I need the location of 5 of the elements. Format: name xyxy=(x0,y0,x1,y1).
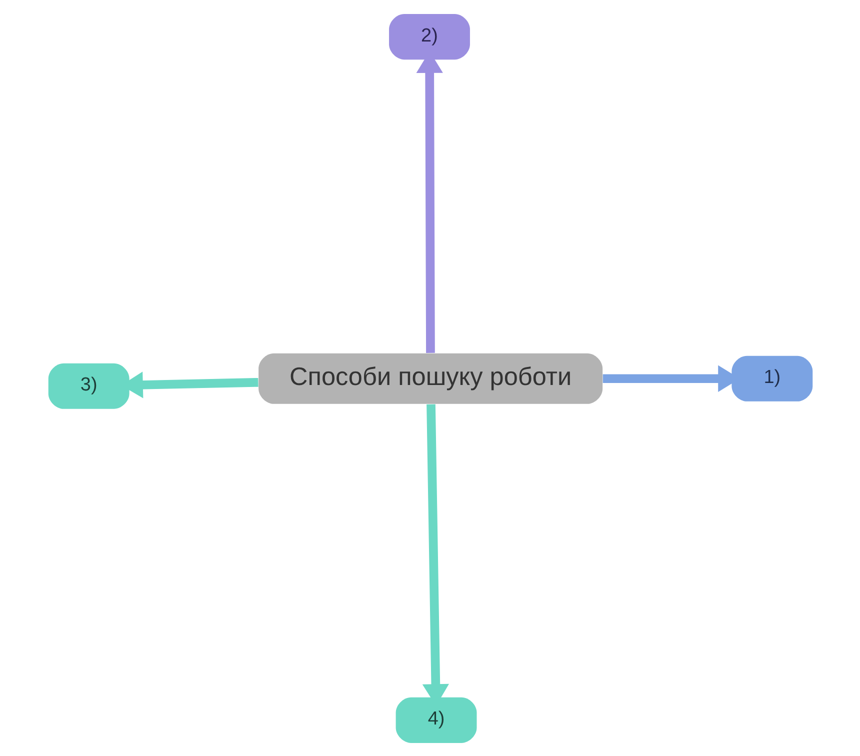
node-box: 3) xyxy=(48,362,129,408)
node-box: 1) xyxy=(731,355,812,401)
node-box: 4) xyxy=(395,696,476,742)
node-box: Способи пошуку роботи xyxy=(258,352,602,404)
node-box: 2) xyxy=(388,14,470,60)
